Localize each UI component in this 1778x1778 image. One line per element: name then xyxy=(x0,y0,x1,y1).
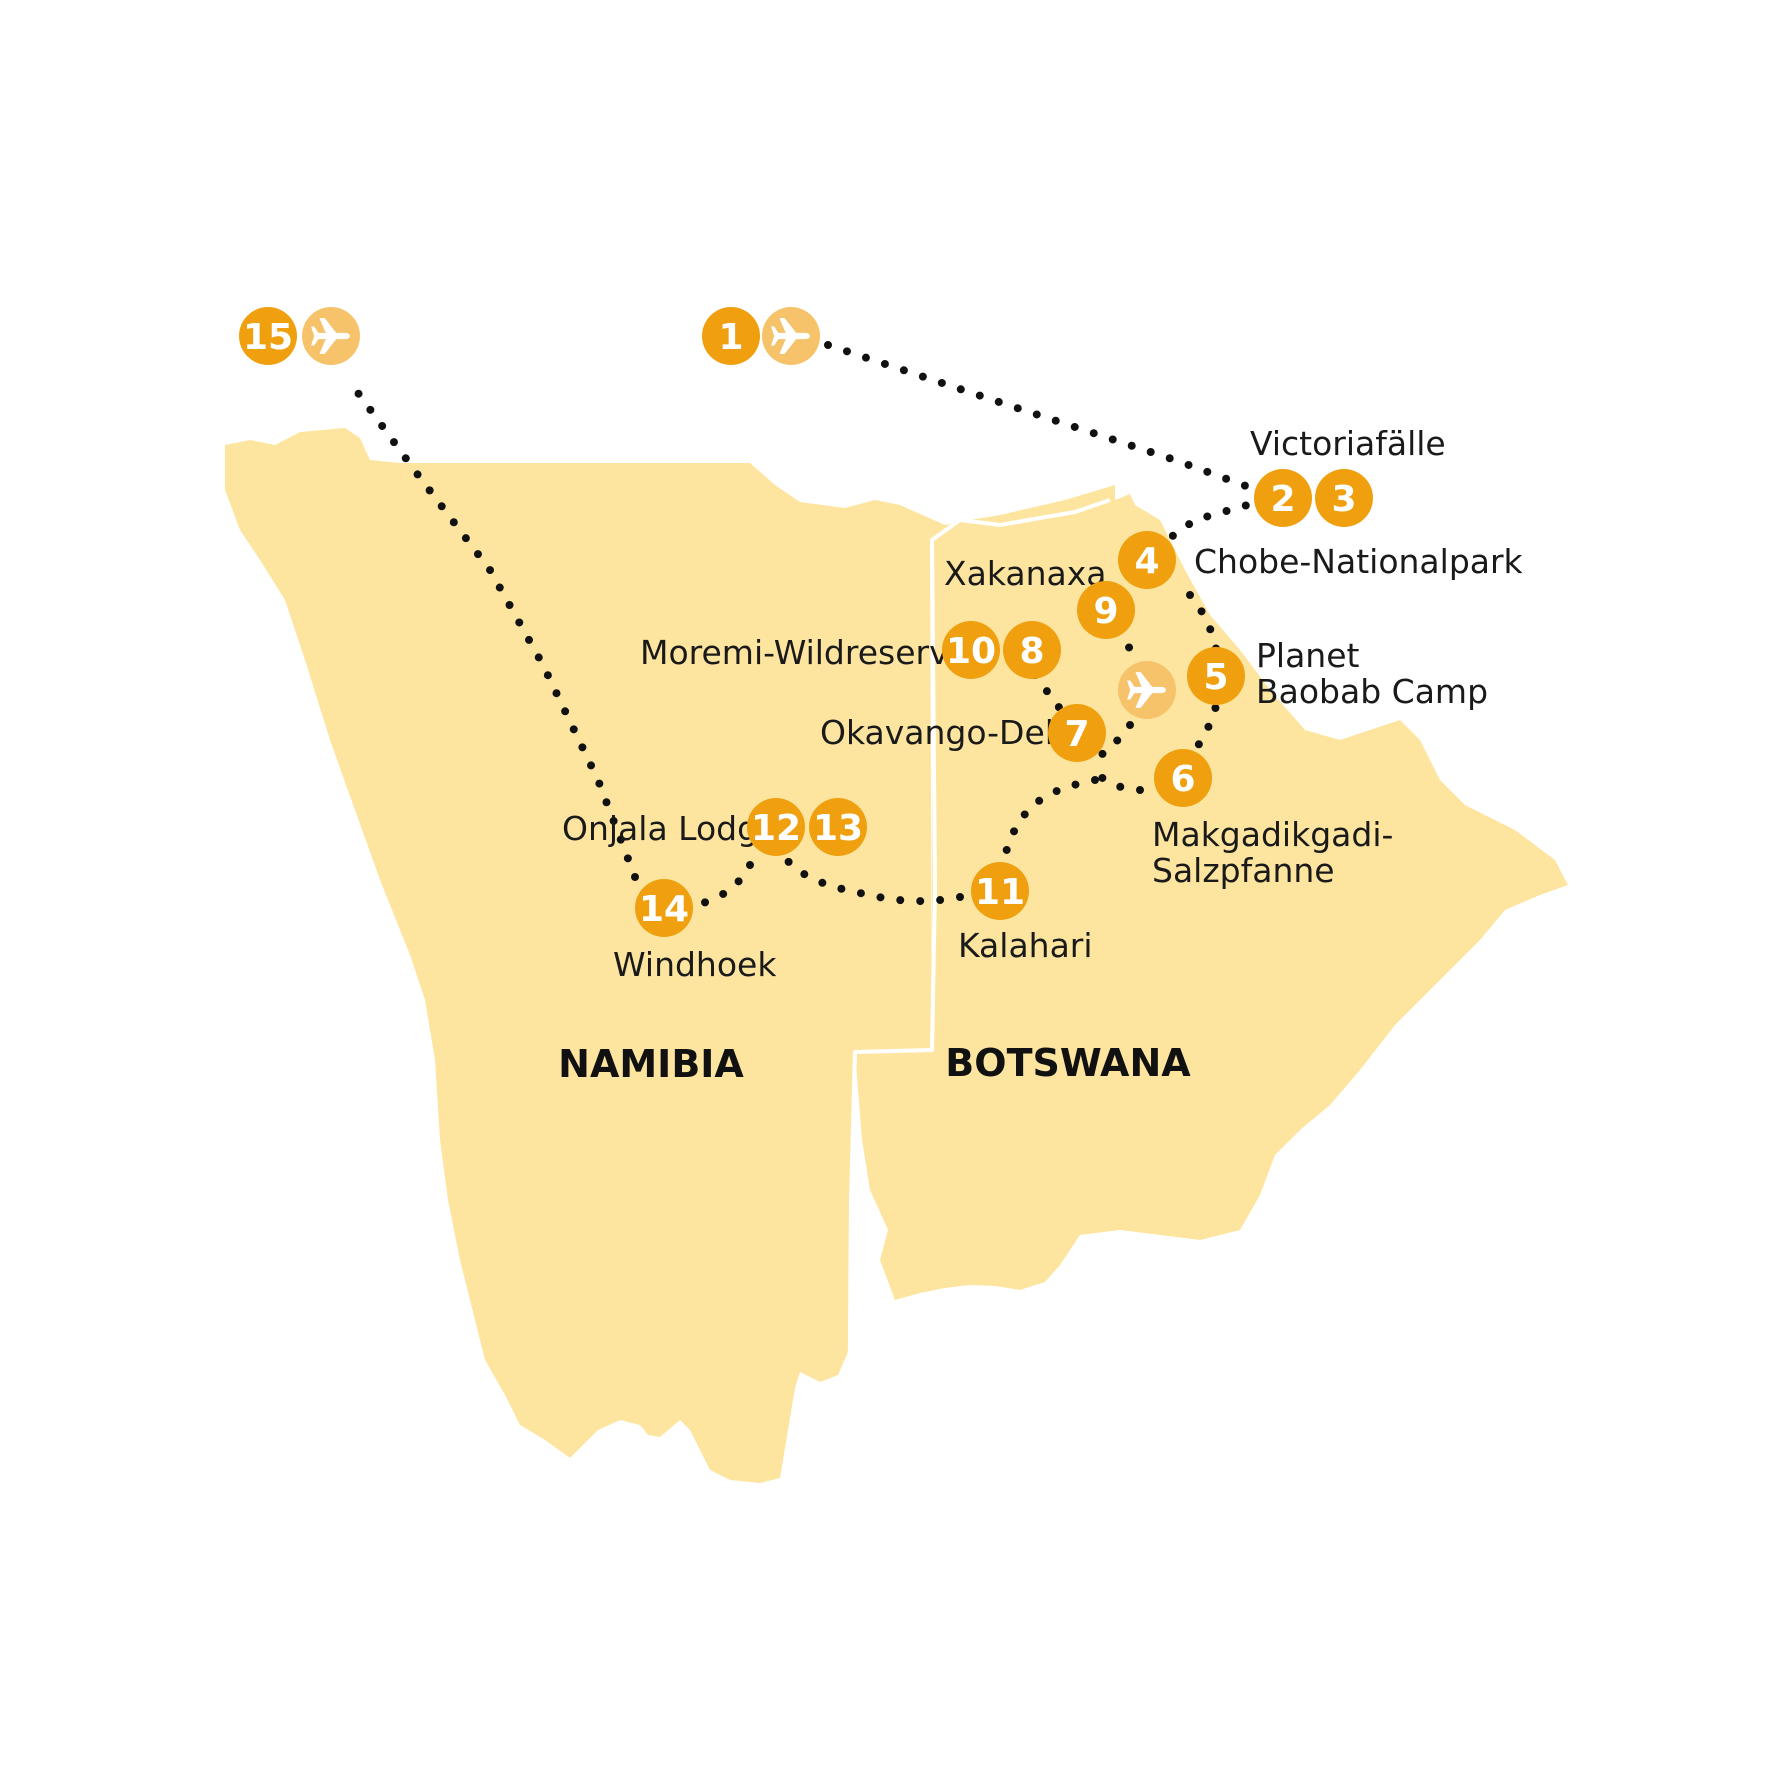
place-label-xakanaxa: Xakanaxa xyxy=(944,554,1106,593)
route-onjala-to-windhoek xyxy=(691,861,754,909)
marker-1: 1 xyxy=(702,307,760,365)
marker-5: 5 xyxy=(1187,647,1245,705)
place-label-victoria-falls: Victoriafälle xyxy=(1250,424,1446,463)
route-victoria-to-chobe xyxy=(1156,496,1269,549)
place-label-chobe: Chobe-Nationalpark xyxy=(1194,542,1524,581)
place-label-kalahari: Kalahari xyxy=(958,926,1093,965)
svg-text:4: 4 xyxy=(1134,541,1159,582)
place-label-moremi: Moremi-Wildreservat xyxy=(640,633,982,672)
namibia-shape xyxy=(225,428,1115,1483)
marker-2: 2 xyxy=(1254,469,1312,527)
marker-7: 7 xyxy=(1048,704,1106,762)
place-label-makgadikgadi-line1: Makgadikgadi- xyxy=(1152,815,1393,854)
marker-11: 11 xyxy=(971,862,1029,920)
svg-text:13: 13 xyxy=(813,808,863,849)
internal-flight-marker xyxy=(1118,661,1176,719)
country-border xyxy=(847,498,1111,1471)
svg-text:10: 10 xyxy=(946,631,996,672)
marker-10: 10 xyxy=(942,621,1000,679)
svg-text:3: 3 xyxy=(1331,479,1356,520)
svg-text:1: 1 xyxy=(718,317,743,358)
place-label-makgadikgadi-line2: Salzpfanne xyxy=(1152,851,1335,890)
svg-text:14: 14 xyxy=(639,889,689,930)
route-windhoek-to-flight-out xyxy=(346,378,639,881)
marker-4: 4 xyxy=(1118,531,1176,589)
svg-text:8: 8 xyxy=(1019,631,1044,672)
place-label-planet-baobab-line1: Planet xyxy=(1256,636,1360,675)
marker-15: 15 xyxy=(239,307,297,365)
place-label-planet-baobab-line2: Baobab Camp xyxy=(1256,672,1488,711)
place-label-onjala: Onjala Lodge xyxy=(562,809,778,848)
marker-14: 14 xyxy=(635,879,693,937)
marker-12: 12 xyxy=(747,798,805,856)
country-label-botswana: BOTSWANA xyxy=(945,1041,1191,1085)
marker-9: 9 xyxy=(1077,581,1135,639)
svg-text:5: 5 xyxy=(1203,657,1228,698)
flight-start-marker xyxy=(762,307,820,365)
botswana-shape xyxy=(855,494,1568,1300)
svg-text:9: 9 xyxy=(1093,591,1118,632)
svg-text:15: 15 xyxy=(243,317,293,358)
route-flight-in xyxy=(824,341,1269,497)
place-label-windhoek: Windhoek xyxy=(613,945,777,984)
svg-text:12: 12 xyxy=(751,808,801,849)
country-label-namibia: NAMIBIA xyxy=(558,1042,744,1086)
flight-end-marker xyxy=(302,307,360,365)
route-kalahari-to-onjala xyxy=(781,854,964,906)
svg-text:6: 6 xyxy=(1170,759,1195,800)
marker-3: 3 xyxy=(1315,469,1373,527)
marker-6: 6 xyxy=(1154,749,1212,807)
marker-8: 8 xyxy=(1003,621,1061,679)
svg-text:7: 7 xyxy=(1064,714,1089,755)
marker-13: 13 xyxy=(809,798,867,856)
place-label-okavango: Okavango-Delta xyxy=(820,713,1087,752)
svg-text:2: 2 xyxy=(1270,479,1295,520)
svg-text:11: 11 xyxy=(975,872,1025,913)
